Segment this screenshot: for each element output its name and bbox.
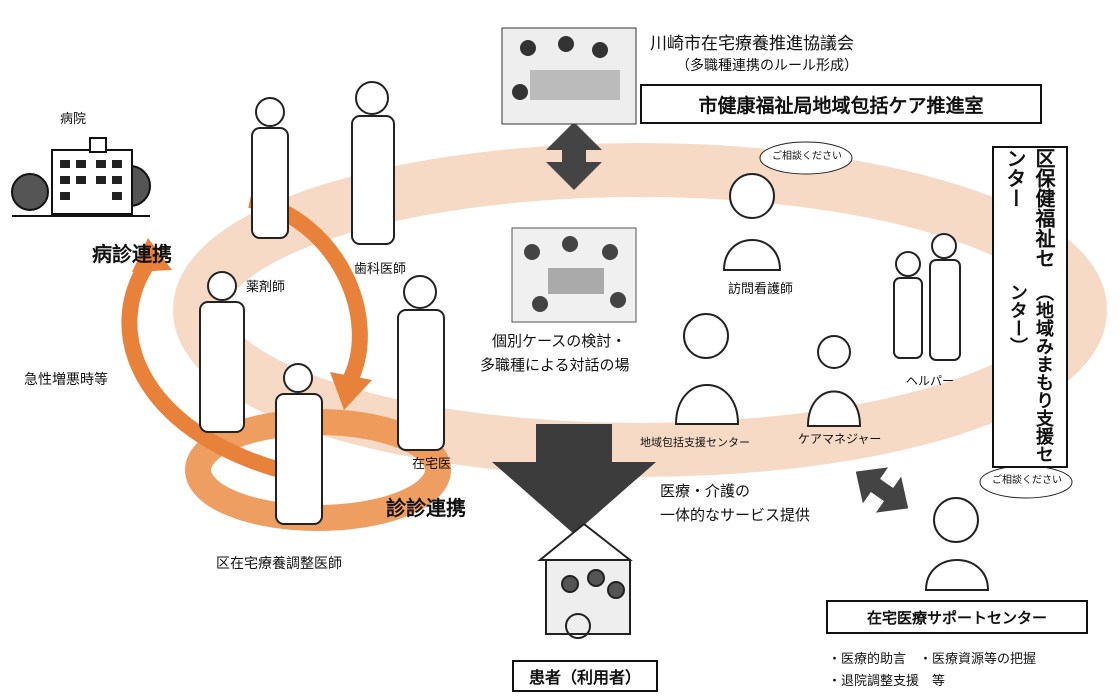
patient-label: 患者（利用者） xyxy=(528,668,641,687)
patient-box: 患者（利用者） xyxy=(512,660,658,692)
support-double-arrow xyxy=(855,467,909,513)
case-meeting-label-1: 個別ケースの検討・ xyxy=(492,332,627,350)
service-label-2: 一体的なサービス提供 xyxy=(660,506,811,524)
dentist-figure xyxy=(351,81,395,245)
council-title: 川崎市在宅療養推進協議会 xyxy=(650,34,854,54)
home-doctor-label: 在宅医 xyxy=(412,457,452,472)
support-center-staff-figure xyxy=(924,497,990,591)
support-center-box: 在宅医療サポートセンター xyxy=(826,600,1088,634)
patient-family-illustration xyxy=(537,522,633,639)
ward-doctor-figure xyxy=(275,363,323,525)
case-meeting-label-2: 多職種による対話の場 xyxy=(480,356,630,374)
ward-center-title: 区保健福祉センター xyxy=(1003,148,1056,268)
case-meeting-illustration xyxy=(511,227,637,323)
support-center-item-2: ・退院調整支援 等 xyxy=(828,674,946,689)
service-label-1: 医療・介護の xyxy=(660,482,751,500)
visiting-nurse-figure xyxy=(722,173,782,271)
comprehensive-center-staff-figure xyxy=(674,313,740,425)
council-office-box: 市健康福祉局地域包括ケア推進室 xyxy=(640,84,1042,124)
visiting-nurse-label: 訪問看護師 xyxy=(728,282,794,297)
ward-center-box: 区保健福祉センター （地域みまもり支援センター） xyxy=(992,146,1068,468)
home-doctor-figure xyxy=(397,275,445,451)
hospital-clinic-arrowhead-up xyxy=(132,238,172,272)
emergency-label: 急性増悪時等 xyxy=(24,372,108,388)
clinic-clinic-link-label: 診診連携 xyxy=(386,496,466,520)
helper-label: ヘルパー xyxy=(906,374,955,388)
care-manager-label: ケアマネジャー xyxy=(798,432,882,446)
hospital-label: 病院 xyxy=(60,112,87,127)
dentist-label: 歯科医師 xyxy=(354,262,407,277)
consult-bubble-nurse-text: ご相談ください xyxy=(772,151,842,162)
hospital-clinic-link-label: 病診連携 xyxy=(92,242,172,266)
support-center-item-1: ・医療的助言 ・医療資源等の把握 xyxy=(828,652,1037,667)
comprehensive-center-label: 地域包括支援センター xyxy=(640,436,750,449)
support-center-title: 在宅医療サポートセンター xyxy=(866,608,1047,627)
pharmacist-figure xyxy=(251,97,289,239)
ward-coordinator-label: 区在宅療養調整医師 xyxy=(216,556,342,572)
council-double-arrow xyxy=(546,122,602,190)
pharmacist-label: 薬剤師 xyxy=(246,280,286,295)
hospital-clinic-arrow-up xyxy=(121,255,283,478)
service-down-arrow xyxy=(492,424,656,534)
consult-bubble-support-text: ご相談ください xyxy=(992,475,1062,486)
hospital-clinic-arrowhead-down xyxy=(330,372,372,410)
council-meeting-illustration xyxy=(501,27,637,125)
helper-figures xyxy=(893,233,961,361)
council-subtitle: （多職種連携のルール形成） xyxy=(676,58,858,74)
hospital-icon xyxy=(11,137,151,217)
speech-bubble-nurse xyxy=(759,141,853,175)
coordinator-doctor-figure xyxy=(199,271,245,433)
ward-center-subtitle: （地域みまもり支援センター） xyxy=(1007,282,1054,463)
council-office-label: 市健康福祉局地域包括ケア推進室 xyxy=(698,94,984,117)
care-manager-figure xyxy=(806,335,862,427)
